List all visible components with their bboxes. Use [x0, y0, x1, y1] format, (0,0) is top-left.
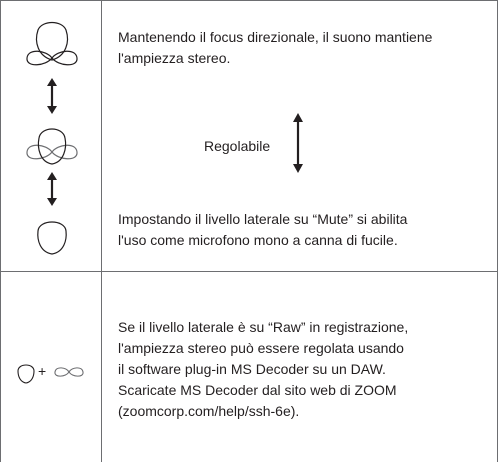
figure-eight-with-small-cardioid-icon — [26, 128, 78, 165]
figure-eight-with-large-cardioid-icon — [26, 21, 78, 66]
mono-cardioid-icon — [37, 221, 67, 255]
side-figure-eight-icon — [54, 367, 84, 377]
stereo-width-description: Mantenendo il focus direzionale, il suon… — [118, 29, 433, 66]
mid-cardioid-icon — [17, 364, 35, 384]
plus-icon: + — [38, 363, 47, 379]
adjustable-label: Regolabile — [204, 138, 271, 154]
up-down-arrow-icon — [293, 113, 303, 173]
column-divider — [101, 0, 102, 462]
mute-description: Impostando il livello laterale su “Mute”… — [118, 211, 408, 248]
table-left-border — [0, 0, 1, 462]
raw-description: Se il livello laterale è su “Raw” in reg… — [118, 319, 409, 419]
row-divider — [0, 271, 498, 272]
table-top-border — [0, 0, 498, 1]
up-down-arrow-icon — [47, 172, 57, 206]
up-down-arrow-icon — [47, 78, 57, 114]
